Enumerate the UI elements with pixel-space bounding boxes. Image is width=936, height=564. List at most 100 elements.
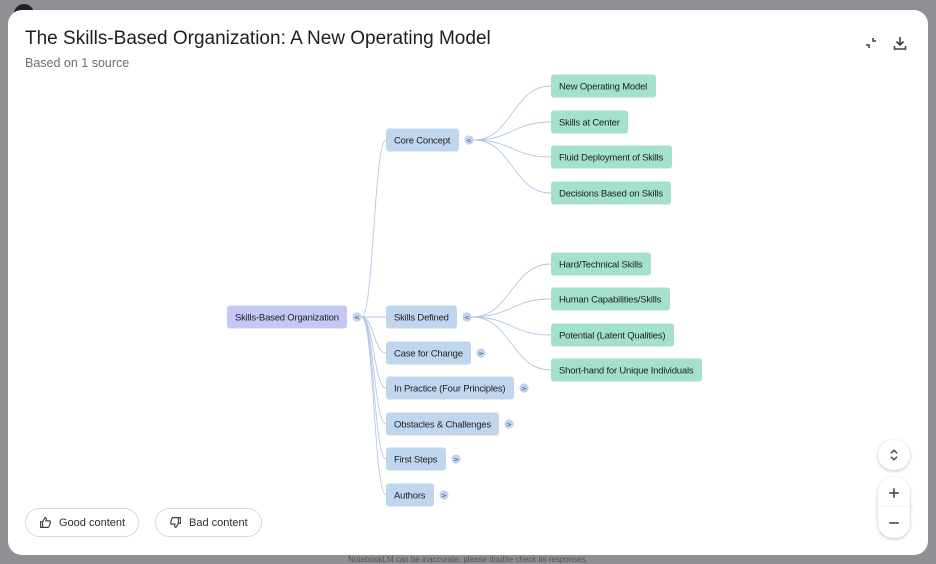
leaf-node-hard-technical-skills-box [551,252,651,276]
branch-toggle-skills-defined-glyph: < [464,313,469,321]
branch-toggle-obstacles-challenges[interactable]: > [504,419,514,429]
collapse-button[interactable] [860,34,882,52]
connector-branch-leaf [471,298,552,318]
leaf-node-fluid-deployment-of-skills-label: Fluid Deployment of Skills [559,152,664,163]
download-button[interactable] [889,34,911,52]
branch-node-core-concept[interactable]: Core Concept [386,128,459,152]
page-title: The Skills-Based Organization: A New Ope… [25,28,491,49]
branch-node-authors-box [386,483,434,507]
leaf-node-decisions-based-on-skills-label: Decisions Based on Skills [559,188,663,199]
branch-toggle-first-steps-glyph: > [453,455,458,463]
unfold-icon [890,449,898,461]
branch-toggle-obstacles-challenges-circle [504,419,514,429]
branch-toggle-obstacles-challenges-glyph: > [506,420,511,428]
branch-toggle-in-practice-four-principles[interactable]: > [519,383,529,393]
thumbs-up-icon [40,517,52,528]
branch-node-obstacles-challenges-box [386,412,499,436]
root-toggle-circle [352,312,362,322]
leaf-node-short-hand-for-unique-individuals-box [551,358,702,382]
leaf-node-potential-latent-qualities-label: Potential (Latent Qualities) [559,330,665,341]
connector-root-branch [361,139,387,318]
zoom-out-button[interactable] [878,507,910,538]
root-node[interactable]: Skills-Based Organization [227,305,347,329]
branch-toggle-first-steps[interactable]: > [451,454,461,464]
branch-node-skills-defined[interactable]: Skills Defined [386,305,457,329]
connector-branch-leaf [471,316,552,371]
good-content-label: Good content [59,516,126,529]
branch-toggle-skills-defined-circle [462,312,472,322]
background-avatar [14,4,34,14]
root-toggle-glyph: < [354,313,359,321]
branch-node-case-for-change-label: Case for Change [394,348,463,359]
mindmap-canvas: Skills-Based Organization < Core Concept < N… [227,74,702,507]
leaf-node-human-capabilities-skills[interactable]: Human Capabilities/Skills [551,287,670,311]
collapse-icon [866,38,876,48]
mindmap-dialog: The Skills-Based Organization: A New Ope… [8,10,928,555]
branch-node-skills-defined-box [386,305,457,329]
leaf-node-short-hand-for-unique-individuals-label: Short-hand for Unique Individuals [559,365,694,376]
leaf-node-new-operating-model[interactable]: New Operating Model [551,74,656,98]
branch-node-obstacles-challenges[interactable]: Obstacles & Challenges [386,412,499,436]
leaf-node-hard-technical-skills[interactable]: Hard/Technical Skills [551,252,651,276]
branch-toggle-authors[interactable]: > [439,490,449,500]
download-icon [893,37,907,50]
branch-node-skills-defined-label: Skills Defined [394,312,449,323]
branch-node-core-concept-box [386,128,459,152]
leaf-node-potential-latent-qualities[interactable]: Potential (Latent Qualities) [551,323,674,347]
branch-node-authors[interactable]: Authors [386,483,434,507]
branch-toggle-core-concept-glyph: < [466,136,471,144]
branch-toggle-core-concept[interactable]: < [464,135,474,145]
root-node-label: Skills-Based Organization [235,312,339,323]
branch-toggle-authors-glyph: > [441,491,446,499]
leaf-node-human-capabilities-skills-label: Human Capabilities/Skills [559,294,662,305]
branch-toggle-in-practice-four-principles-circle [519,383,529,393]
plus-icon [889,487,899,498]
branch-toggle-authors-circle [439,490,449,500]
connector-root-branch [361,316,387,460]
bad-content-label: Bad content [189,516,248,529]
connector-branch-leaf [473,139,552,158]
leaf-node-human-capabilities-skills-box [551,287,670,311]
leaf-node-hard-technical-skills-label: Hard/Technical Skills [559,259,643,270]
leaf-node-decisions-based-on-skills-box [551,181,671,205]
leaf-node-potential-latent-qualities-box [551,323,674,347]
root-toggle[interactable]: < [352,312,362,322]
branch-toggle-core-concept-circle [464,135,474,145]
leaf-node-decisions-based-on-skills[interactable]: Decisions Based on Skills [551,181,671,205]
branch-toggle-in-practice-four-principles-glyph: > [521,384,526,392]
branch-toggle-skills-defined[interactable]: < [462,312,472,322]
branch-node-first-steps[interactable]: First Steps [386,447,446,471]
leaf-node-skills-at-center[interactable]: Skills at Center [551,110,628,134]
root-node-box [227,305,347,329]
leaf-node-skills-at-center-label: Skills at Center [559,117,620,128]
bad-content-button[interactable]: Bad content [155,508,262,537]
minus-icon [889,521,899,524]
branch-toggle-case-for-change-glyph: > [478,349,483,357]
branch-node-authors-label: Authors [394,490,426,501]
branch-node-first-steps-label: First Steps [394,454,438,465]
branch-toggle-case-for-change[interactable]: > [476,348,486,358]
branch-toggle-first-steps-circle [451,454,461,464]
branch-node-in-practice-four-principles[interactable]: In Practice (Four Principles) [386,376,514,400]
connector-branch-leaf [471,316,552,336]
zoom-in-button[interactable] [878,477,910,508]
branch-node-case-for-change-box [386,341,471,365]
branch-node-core-concept-label: Core Concept [394,135,451,146]
branch-node-case-for-change[interactable]: Case for Change [386,341,471,365]
leaf-node-short-hand-for-unique-individuals[interactable]: Short-hand for Unique Individuals [551,358,702,382]
expand-all-button[interactable] [878,440,910,470]
leaf-node-skills-at-center-box [551,110,628,134]
leaf-node-new-operating-model-label: New Operating Model [559,81,647,92]
connector-branch-leaf [473,139,552,194]
connector-branch-leaf [473,85,552,141]
connector-root-branch [361,316,387,389]
thumbs-down-icon [169,517,181,528]
leaf-node-new-operating-model-box [551,74,656,98]
branch-toggle-case-for-change-circle [476,348,486,358]
branch-node-first-steps-box [386,447,446,471]
branch-node-in-practice-four-principles-label: In Practice (Four Principles) [394,383,505,394]
branch-node-obstacles-challenges-label: Obstacles & Challenges [394,419,491,430]
leaf-node-fluid-deployment-of-skills[interactable]: Fluid Deployment of Skills [551,145,672,169]
branch-node-in-practice-four-principles-box [386,376,514,400]
good-content-button[interactable]: Good content [25,508,140,537]
